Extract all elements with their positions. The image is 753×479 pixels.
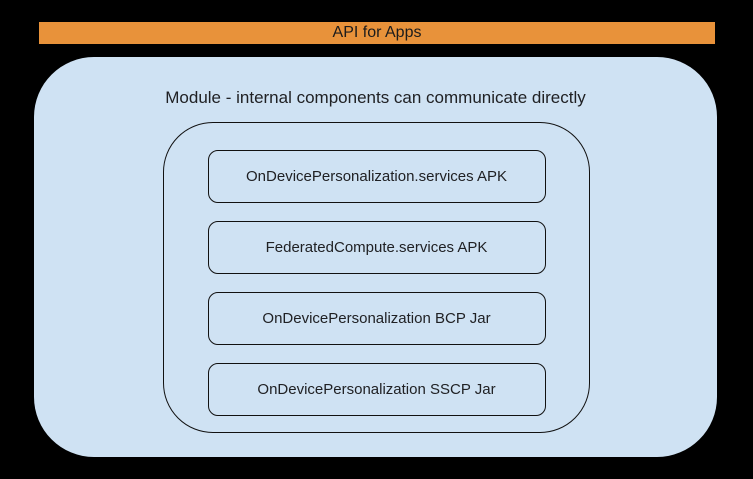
component-box-ondevicepersonalization-sscp-jar: OnDevicePersonalization SSCP Jar — [207, 363, 546, 416]
component-box-ondevicepersonalization-bcp-jar: OnDevicePersonalization BCP Jar — [207, 292, 546, 345]
component-box-ondevicepersonalization-services-apk: OnDevicePersonalization.services APK — [207, 150, 546, 203]
module-container: Module - internal components can communi… — [34, 57, 717, 457]
component-box-federatedcompute-services-apk: FederatedCompute.services APK — [207, 221, 546, 274]
module-inner-boundary: OnDevicePersonalization.services APK Fed… — [163, 122, 590, 433]
component-label: OnDevicePersonalization SSCP Jar — [257, 381, 496, 398]
component-label: OnDevicePersonalization.services APK — [246, 168, 507, 185]
api-for-apps-banner: API for Apps — [39, 22, 715, 44]
module-title: Module - internal components can communi… — [165, 88, 586, 107]
component-label: OnDevicePersonalization BCP Jar — [262, 310, 491, 327]
api-for-apps-label: API for Apps — [332, 24, 422, 41]
component-label: FederatedCompute.services APK — [265, 239, 488, 256]
